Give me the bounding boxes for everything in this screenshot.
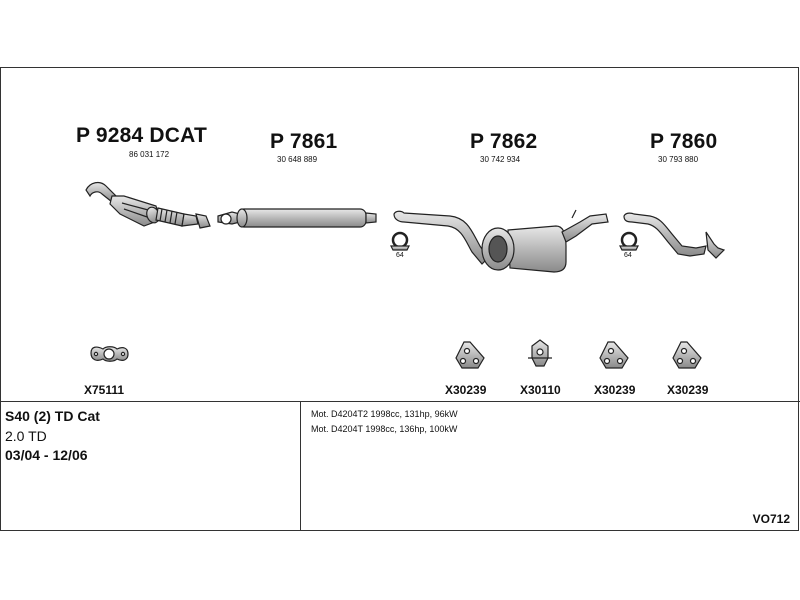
rubber-mount-icon bbox=[672, 341, 702, 369]
part-ref-front-silencer: 30 648 889 bbox=[277, 155, 318, 164]
vehicle-years: 03/04 - 12/06 bbox=[5, 447, 88, 463]
diagram-frame bbox=[0, 67, 799, 531]
rubber-mount-icon bbox=[455, 341, 485, 369]
part-code-catalyst: P 9284 DCAT bbox=[76, 124, 207, 147]
vertical-divider bbox=[300, 401, 301, 531]
rubber-mount-icon bbox=[528, 339, 552, 367]
diagram-code: VO712 bbox=[752, 512, 790, 526]
rubber-mount-icon bbox=[599, 341, 629, 369]
gasket-icon bbox=[90, 346, 129, 362]
part-ref-tail-pipe: 30 793 880 bbox=[658, 155, 699, 164]
part-code-front-silencer: P 7861 bbox=[270, 130, 338, 153]
part-ref-middle-silencer: 30 742 934 bbox=[480, 155, 521, 164]
accessory-code-mount-2: X30110 bbox=[520, 383, 561, 397]
clamp-icon bbox=[390, 231, 410, 251]
vehicle-engine-size: 2.0 TD bbox=[5, 428, 47, 444]
clamp-icon bbox=[619, 231, 639, 251]
catalyst-drawing bbox=[85, 181, 211, 229]
clamp-label-2: 64 bbox=[624, 252, 632, 259]
horizontal-divider bbox=[0, 401, 800, 402]
engine-spec-1: Mot. D4204T2 1998cc, 131hp, 96kW bbox=[311, 409, 458, 419]
part-code-tail-pipe: P 7860 bbox=[650, 130, 718, 153]
clamp-label-1: 64 bbox=[396, 252, 404, 259]
accessory-code-mount-4: X30239 bbox=[667, 383, 709, 397]
accessory-code-mount-1: X30239 bbox=[445, 383, 487, 397]
part-ref-catalyst: 86 031 172 bbox=[129, 150, 170, 159]
front-silencer-drawing bbox=[217, 208, 377, 228]
part-code-middle-silencer: P 7862 bbox=[470, 130, 538, 153]
tail-pipe-drawing bbox=[623, 212, 726, 259]
accessory-code-gasket: X75111 bbox=[84, 383, 125, 397]
middle-silencer-drawing bbox=[393, 209, 609, 273]
engine-spec-2: Mot. D4204T 1998cc, 136hp, 100kW bbox=[311, 424, 458, 434]
vehicle-model: S40 (2) TD Cat bbox=[5, 408, 100, 424]
accessory-code-mount-3: X30239 bbox=[594, 383, 636, 397]
